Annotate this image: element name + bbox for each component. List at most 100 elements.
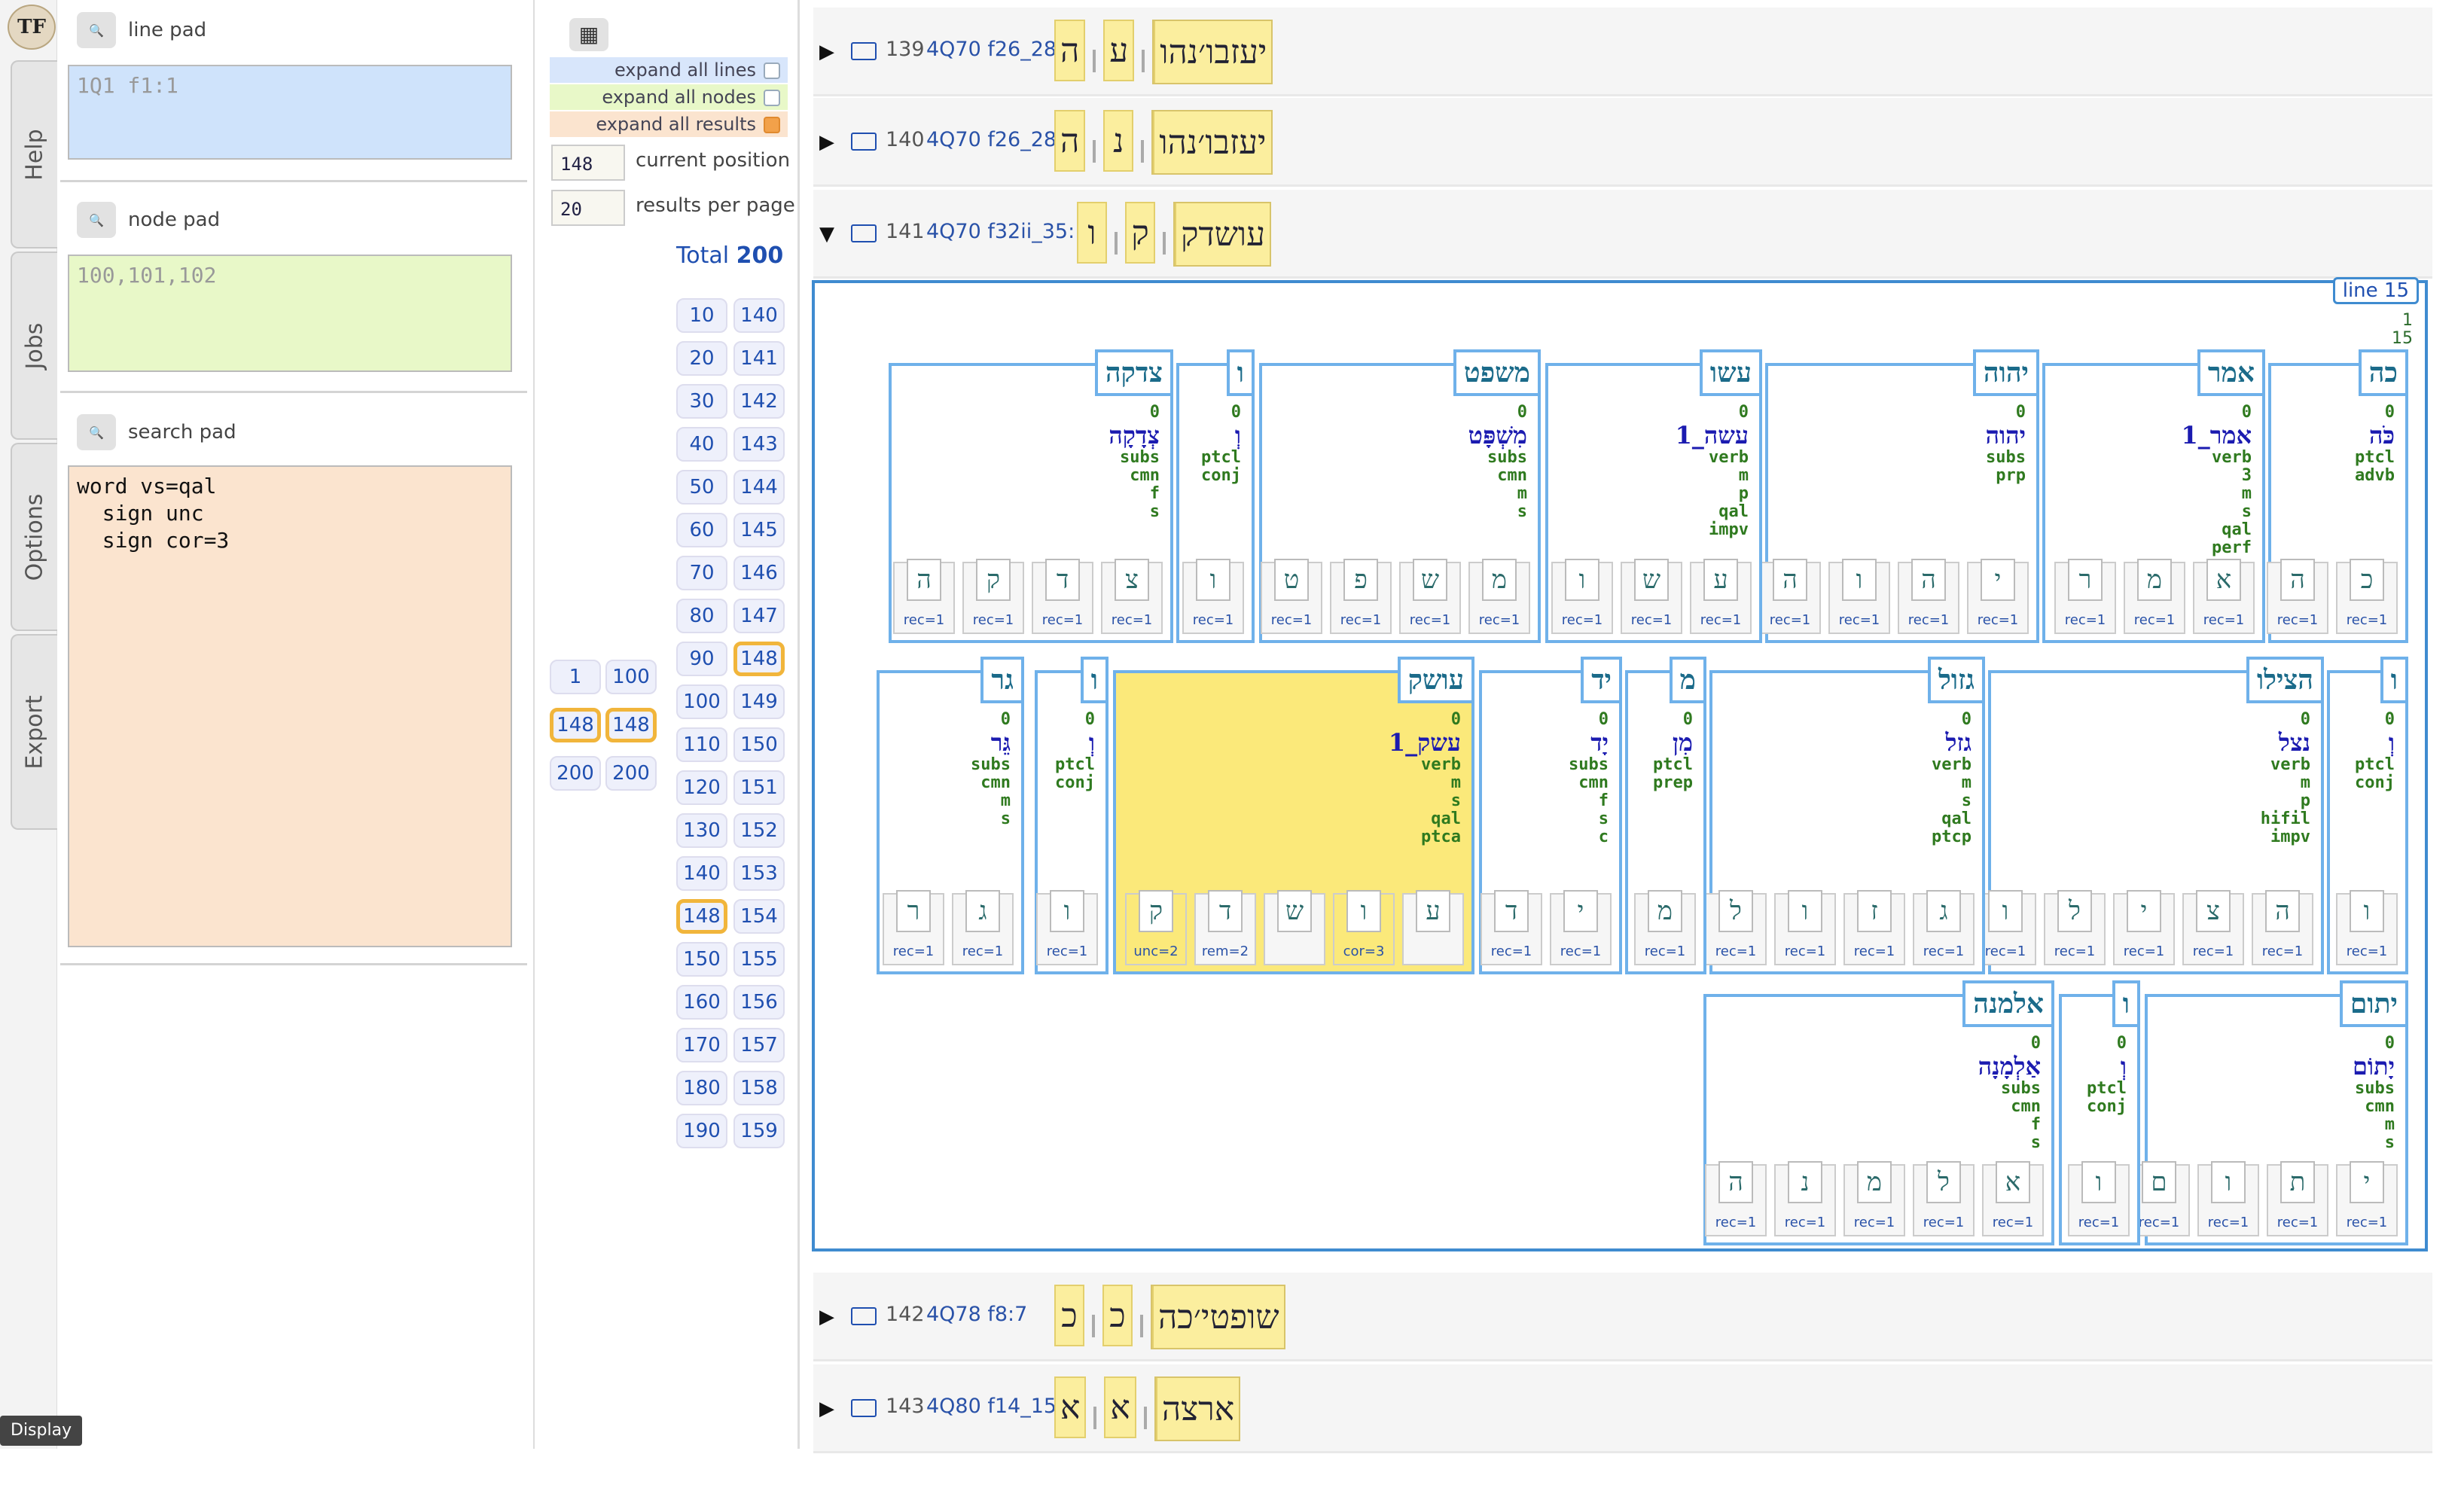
- search-icon[interactable]: 🔍: [77, 202, 116, 238]
- nav-button[interactable]: 152: [733, 813, 785, 848]
- nav-button[interactable]: 120: [676, 770, 727, 805]
- nav-button[interactable]: 10: [676, 298, 727, 333]
- nav-button[interactable]: 30: [676, 384, 727, 419]
- tf-logo[interactable]: TF: [8, 5, 56, 50]
- nav-button[interactable]: 170: [676, 1028, 727, 1062]
- tab-export[interactable]: Export: [11, 634, 57, 830]
- expand-toggle-icon[interactable]: ▶: [819, 41, 834, 63]
- nav-button[interactable]: 1: [550, 660, 601, 694]
- nav-button[interactable]: 151: [733, 770, 785, 805]
- position-input[interactable]: 148: [551, 145, 625, 181]
- table-icon[interactable]: [851, 42, 877, 60]
- expand-all-lines[interactable]: expand all lines: [550, 57, 788, 83]
- nav-button[interactable]: 200: [550, 756, 601, 791]
- nav-button[interactable]: 148: [733, 642, 785, 676]
- nav-button[interactable]: 143: [733, 427, 785, 462]
- expand-all-nodes[interactable]: expand all nodes: [550, 84, 788, 110]
- nav-button[interactable]: 100: [676, 684, 727, 719]
- nav-button[interactable]: 80: [676, 599, 727, 633]
- result-reference[interactable]: 4Q80 f14_15:2: [926, 1395, 1077, 1418]
- nav-button[interactable]: 140: [733, 298, 785, 333]
- nav-button[interactable]: 150: [676, 942, 727, 977]
- nav-button[interactable]: 148: [550, 708, 601, 742]
- nav-button[interactable]: 160: [676, 985, 727, 1020]
- nav-button[interactable]: 60: [676, 513, 727, 547]
- nav-button[interactable]: 20: [676, 341, 727, 376]
- nav-button[interactable]: 155: [733, 942, 785, 977]
- result-reference[interactable]: 4Q70 f26_28:3: [926, 128, 1077, 151]
- nav-button[interactable]: 40: [676, 427, 727, 462]
- expand-toggle-icon[interactable]: ▶: [819, 1306, 834, 1328]
- nav-button[interactable]: 142: [733, 384, 785, 419]
- table-icon[interactable]: [851, 1399, 877, 1417]
- sign-node[interactable]: ע: [1402, 890, 1464, 965]
- nav-button[interactable]: 70: [676, 556, 727, 590]
- nav-button[interactable]: 130: [676, 813, 727, 848]
- line-pad-input[interactable]: 1Q1 f1:1: [68, 65, 512, 160]
- node-pad-input[interactable]: 100,101,102: [68, 255, 512, 372]
- nav-button[interactable]: 154: [733, 899, 785, 934]
- nav-button[interactable]: 153: [733, 856, 785, 891]
- expand-toggle-icon[interactable]: ▼: [819, 223, 834, 245]
- expand-toggle-icon[interactable]: ▶: [819, 131, 834, 154]
- nav-button[interactable]: 144: [733, 470, 785, 505]
- nav-button[interactable]: 148: [676, 899, 727, 934]
- table-icon[interactable]: [851, 1307, 877, 1325]
- search-pad-input[interactable]: word vs=qal sign unc sign cor=3: [68, 465, 512, 947]
- perpage-input[interactable]: 20: [551, 190, 625, 226]
- table-icon[interactable]: [851, 133, 877, 151]
- nav-button[interactable]: 149: [733, 684, 785, 719]
